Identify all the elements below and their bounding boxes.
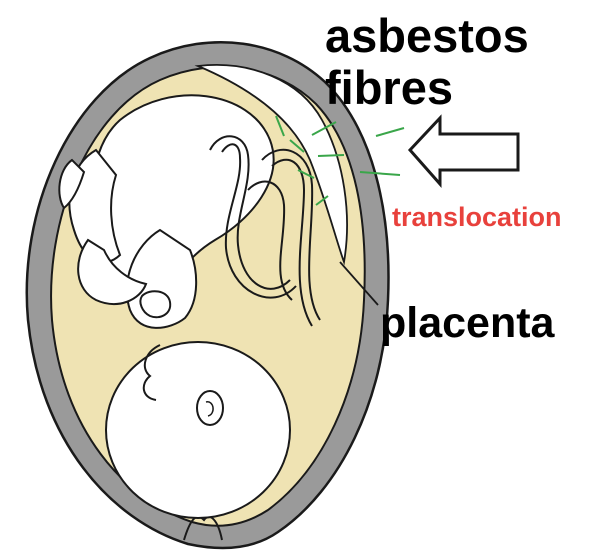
fibre bbox=[318, 155, 344, 156]
fibre bbox=[376, 128, 404, 136]
fetus-ear bbox=[197, 391, 223, 425]
fetus-hand bbox=[140, 291, 170, 317]
placenta-label: placenta bbox=[380, 302, 554, 345]
translocation-label: translocation bbox=[392, 204, 562, 231]
left-arrow-icon bbox=[410, 118, 518, 184]
fetus-head bbox=[106, 342, 290, 518]
fibres-label: fibres bbox=[325, 64, 453, 111]
asbestos-label: asbestos bbox=[325, 12, 529, 59]
